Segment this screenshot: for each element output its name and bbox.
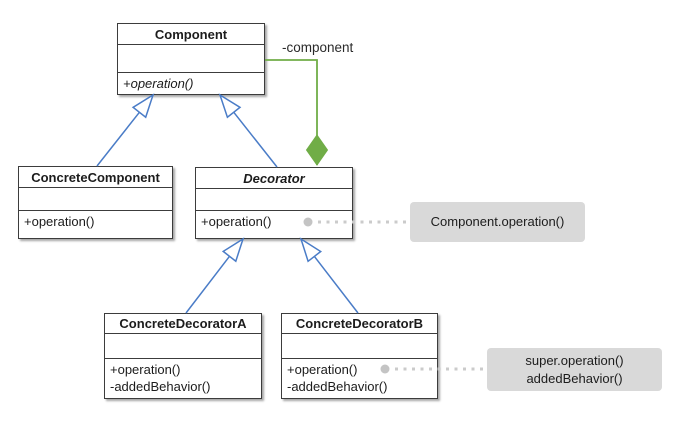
- operation-label: +operation(): [201, 214, 272, 229]
- class-attributes-decorator: [196, 189, 352, 211]
- class-operations-concrete-decorator-a: +operation() -addedBehavior(): [105, 359, 261, 398]
- class-attributes-concrete-decorator-a: [105, 334, 261, 359]
- class-box-decorator: Decorator +operation(): [195, 167, 353, 239]
- generalization-line: [233, 111, 278, 168]
- operation-label: +operation(): [110, 362, 181, 377]
- operation-label: +operation(): [287, 362, 358, 377]
- class-title-concrete-decorator-b: ConcreteDecoratorB: [282, 314, 437, 334]
- operation-label: +operation(): [123, 76, 194, 91]
- class-box-concrete-decorator-a: ConcreteDecoratorA +operation() -addedBe…: [104, 313, 262, 399]
- note-text: addedBehavior(): [526, 370, 623, 386]
- generalization-concrete-decorator-a-to-decorator: [185, 237, 245, 314]
- class-operations-component: +operation(): [118, 73, 264, 94]
- note-concrete-decorator-b-operation: super.operation() addedBehavior(): [487, 348, 662, 391]
- generalization-concrete-component-to-component: [96, 93, 155, 167]
- aggregation-component-connector: [265, 59, 329, 166]
- operation-label: -addedBehavior(): [287, 379, 388, 394]
- generalization-line: [313, 255, 359, 314]
- aggregation-role-label: -component: [282, 40, 354, 55]
- note-decorator-operation: Component.operation(): [410, 202, 585, 242]
- aggregation-line: [265, 59, 318, 165]
- class-title-concrete-component: ConcreteComponent: [19, 167, 172, 188]
- generalization-concrete-decorator-b-to-decorator: [299, 237, 359, 314]
- note-text: super.operation(): [525, 352, 624, 368]
- filled-diamond-icon: [305, 134, 329, 166]
- operation-label: +operation(): [24, 214, 95, 229]
- class-operations-concrete-decorator-b: +operation() -addedBehavior(): [282, 359, 437, 398]
- note-text: Component.operation(): [430, 214, 565, 229]
- class-attributes-concrete-decorator-b: [282, 334, 437, 359]
- hollow-triangle-arrowhead-icon: [218, 93, 242, 119]
- hollow-triangle-arrowhead-icon: [131, 93, 155, 119]
- class-attributes-component: [118, 45, 264, 73]
- class-title-concrete-decorator-a: ConcreteDecoratorA: [105, 314, 261, 334]
- operation-label: -addedBehavior(): [110, 379, 211, 394]
- class-attributes-concrete-component: [19, 188, 172, 211]
- class-operations-concrete-component: +operation(): [19, 211, 172, 238]
- class-title-component: Component: [118, 24, 264, 45]
- class-box-concrete-component: ConcreteComponent +operation(): [18, 166, 173, 239]
- generalization-line: [96, 111, 140, 167]
- generalization-line: [185, 255, 231, 314]
- class-box-concrete-decorator-b: ConcreteDecoratorB +operation() -addedBe…: [281, 313, 438, 399]
- hollow-triangle-arrowhead-icon: [221, 237, 245, 263]
- class-title-decorator: Decorator: [196, 168, 352, 189]
- class-operations-decorator: +operation(): [196, 211, 352, 238]
- hollow-triangle-arrowhead-icon: [299, 237, 323, 263]
- class-box-component: Component +operation(): [117, 23, 265, 95]
- generalization-decorator-to-component: [218, 93, 278, 168]
